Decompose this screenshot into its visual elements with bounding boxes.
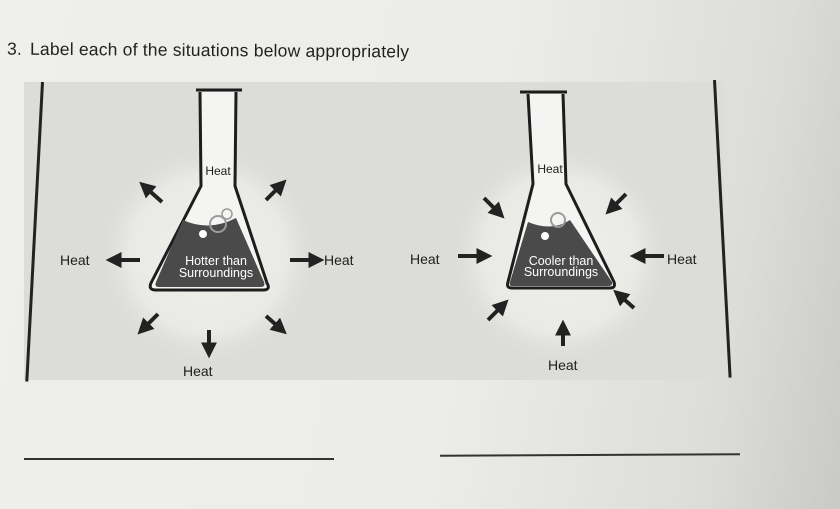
right-flask-label-line1: Cooler than: [529, 254, 594, 268]
right-arrow-in-down-left: [486, 299, 509, 322]
left-flask-label-line1: Hotter than: [185, 254, 247, 268]
right-heat-label-right: Heat: [667, 251, 697, 267]
right-arrow-in-up-left: [482, 196, 505, 219]
right-flask: [506, 90, 616, 290]
left-flask-diagram: Heat Hotter than Surroundings Heat Heat …: [60, 88, 354, 379]
answer-line-left[interactable]: [24, 458, 334, 460]
right-arrow-in-down-right: [613, 289, 636, 310]
right-heat-label-bottom: Heat: [548, 357, 578, 373]
left-heat-label-right: Heat: [324, 252, 354, 268]
right-flask-diagram: Heat Cooler than Surroundings Heat Heat …: [410, 90, 697, 373]
right-arrow-in-up-right: [605, 192, 628, 215]
left-arrow-up-right: [264, 179, 287, 202]
left-heat-label-bottom: Heat: [183, 363, 213, 379]
right-neck-heat-label: Heat: [537, 162, 563, 176]
right-heat-label-left: Heat: [410, 251, 440, 267]
right-flask-label-line2: Surroundings: [524, 265, 598, 279]
left-arrow-up-left: [139, 181, 164, 204]
left-flask-label-line2: Surroundings: [179, 266, 253, 280]
left-heat-label-left: Heat: [60, 252, 90, 268]
left-arrow-down-left: [137, 312, 160, 335]
left-arrow-down-right: [264, 314, 287, 335]
left-neck-heat-label: Heat: [205, 164, 231, 178]
left-flask: [148, 88, 270, 292]
